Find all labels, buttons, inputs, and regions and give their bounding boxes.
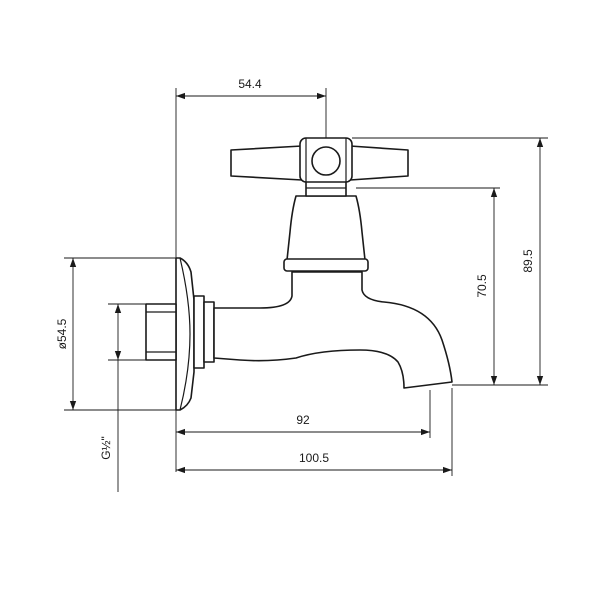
tap-body bbox=[145, 137, 453, 411]
label-flange-diameter: ø54.5 bbox=[55, 318, 69, 349]
cross-handle bbox=[230, 145, 303, 181]
valve-body bbox=[286, 195, 366, 261]
dimension-labels: 54.4 89.5 70.5 ø54.5 G½" 92 100.5 bbox=[55, 77, 535, 465]
dimension-lines bbox=[69, 92, 544, 474]
label-thread: G½" bbox=[99, 436, 113, 460]
label-handle-offset: 54.4 bbox=[238, 77, 262, 91]
spout bbox=[213, 271, 453, 389]
decorative-ring bbox=[283, 258, 369, 272]
wall-flange bbox=[175, 257, 195, 411]
label-spout-reach: 92 bbox=[296, 413, 310, 427]
label-total-height: 89.5 bbox=[521, 249, 535, 273]
body-collar bbox=[193, 295, 205, 369]
label-spout-height: 70.5 bbox=[475, 274, 489, 298]
handle-boss bbox=[311, 146, 341, 176]
label-total-length: 100.5 bbox=[299, 451, 329, 465]
extension-lines bbox=[64, 88, 548, 492]
